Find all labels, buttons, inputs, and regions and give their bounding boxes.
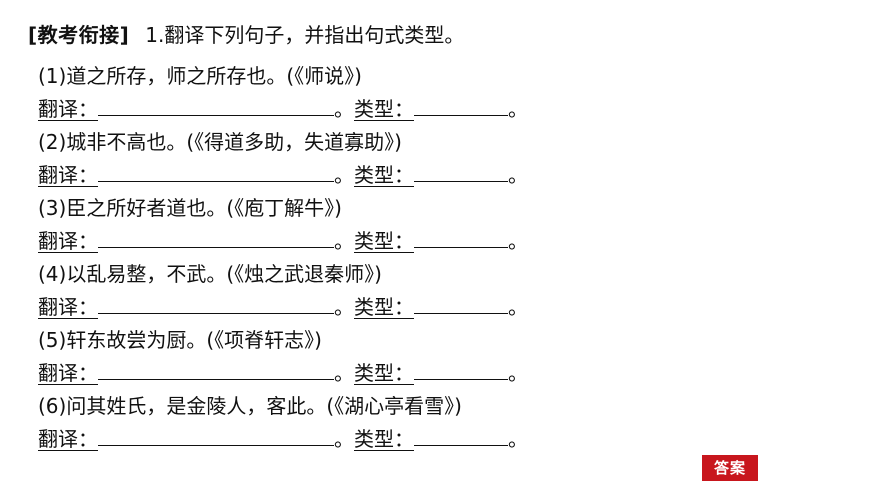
question-4: (4)以乱易整，不武。(《烛之武退秦师》) <box>38 262 382 286</box>
answer-row-3: 翻译：。类型：。 <box>38 225 870 258</box>
type-label: 类型： <box>354 97 414 121</box>
answer-row-4: 翻译：。类型：。 <box>38 291 870 324</box>
type-label: 类型： <box>354 361 414 385</box>
translation-blank[interactable] <box>98 229 334 248</box>
period: 。 <box>508 427 528 451</box>
section-tag: [教考衔接] <box>28 23 130 47</box>
translation-blank[interactable] <box>98 97 334 116</box>
translation-label: 翻译： <box>38 97 98 121</box>
translation-label: 翻译： <box>38 229 98 253</box>
answer-row-6: 翻译：。类型：。 <box>38 423 870 456</box>
question-5: (5)轩东故尝为厨。(《项脊轩志》) <box>38 328 322 352</box>
type-blank[interactable] <box>414 295 508 314</box>
answer-row-2: 翻译：。类型：。 <box>38 159 870 192</box>
translation-blank[interactable] <box>98 361 334 380</box>
type-blank[interactable] <box>414 229 508 248</box>
translation-blank[interactable] <box>98 427 334 446</box>
period: 。 <box>334 163 354 187</box>
translation-label: 翻译： <box>38 163 98 187</box>
period: 。 <box>508 361 528 385</box>
question-1: (1)道之所存，师之所存也。(《师说》) <box>38 64 362 88</box>
translation-blank[interactable] <box>98 163 334 182</box>
translation-label: 翻译： <box>38 427 98 451</box>
type-label: 类型： <box>354 427 414 451</box>
type-label: 类型： <box>354 295 414 319</box>
type-blank[interactable] <box>414 163 508 182</box>
type-label: 类型： <box>354 163 414 187</box>
period: 。 <box>334 295 354 319</box>
period: 。 <box>334 361 354 385</box>
exercise-list: (1)道之所存，师之所存也。(《师说》) 翻译：。类型：。 (2)城非不高也。(… <box>38 60 870 456</box>
period: 。 <box>334 97 354 121</box>
answer-row-5: 翻译：。类型：。 <box>38 357 870 390</box>
period: 。 <box>508 295 528 319</box>
question-2: (2)城非不高也。(《得道多助，失道寡助》) <box>38 130 402 154</box>
translation-blank[interactable] <box>98 295 334 314</box>
period: 。 <box>334 427 354 451</box>
answer-button[interactable]: 答案 <box>702 455 758 481</box>
instruction-text: 1.翻译下列句子，并指出句式类型。 <box>145 23 465 47</box>
period: 。 <box>334 229 354 253</box>
answer-row-1: 翻译：。类型：。 <box>38 93 870 126</box>
period: 。 <box>508 97 528 121</box>
translation-label: 翻译： <box>38 295 98 319</box>
period: 。 <box>508 229 528 253</box>
translation-label: 翻译： <box>38 361 98 385</box>
type-label: 类型： <box>354 229 414 253</box>
question-6: (6)问其姓氏，是金陵人，客此。(《湖心亭看雪》) <box>38 394 462 418</box>
type-blank[interactable] <box>414 427 508 446</box>
period: 。 <box>508 163 528 187</box>
type-blank[interactable] <box>414 97 508 116</box>
exercise-header: [教考衔接] 1.翻译下列句子，并指出句式类型。 <box>28 17 464 53</box>
question-3: (3)臣之所好者道也。(《庖丁解牛》) <box>38 196 342 220</box>
type-blank[interactable] <box>414 361 508 380</box>
